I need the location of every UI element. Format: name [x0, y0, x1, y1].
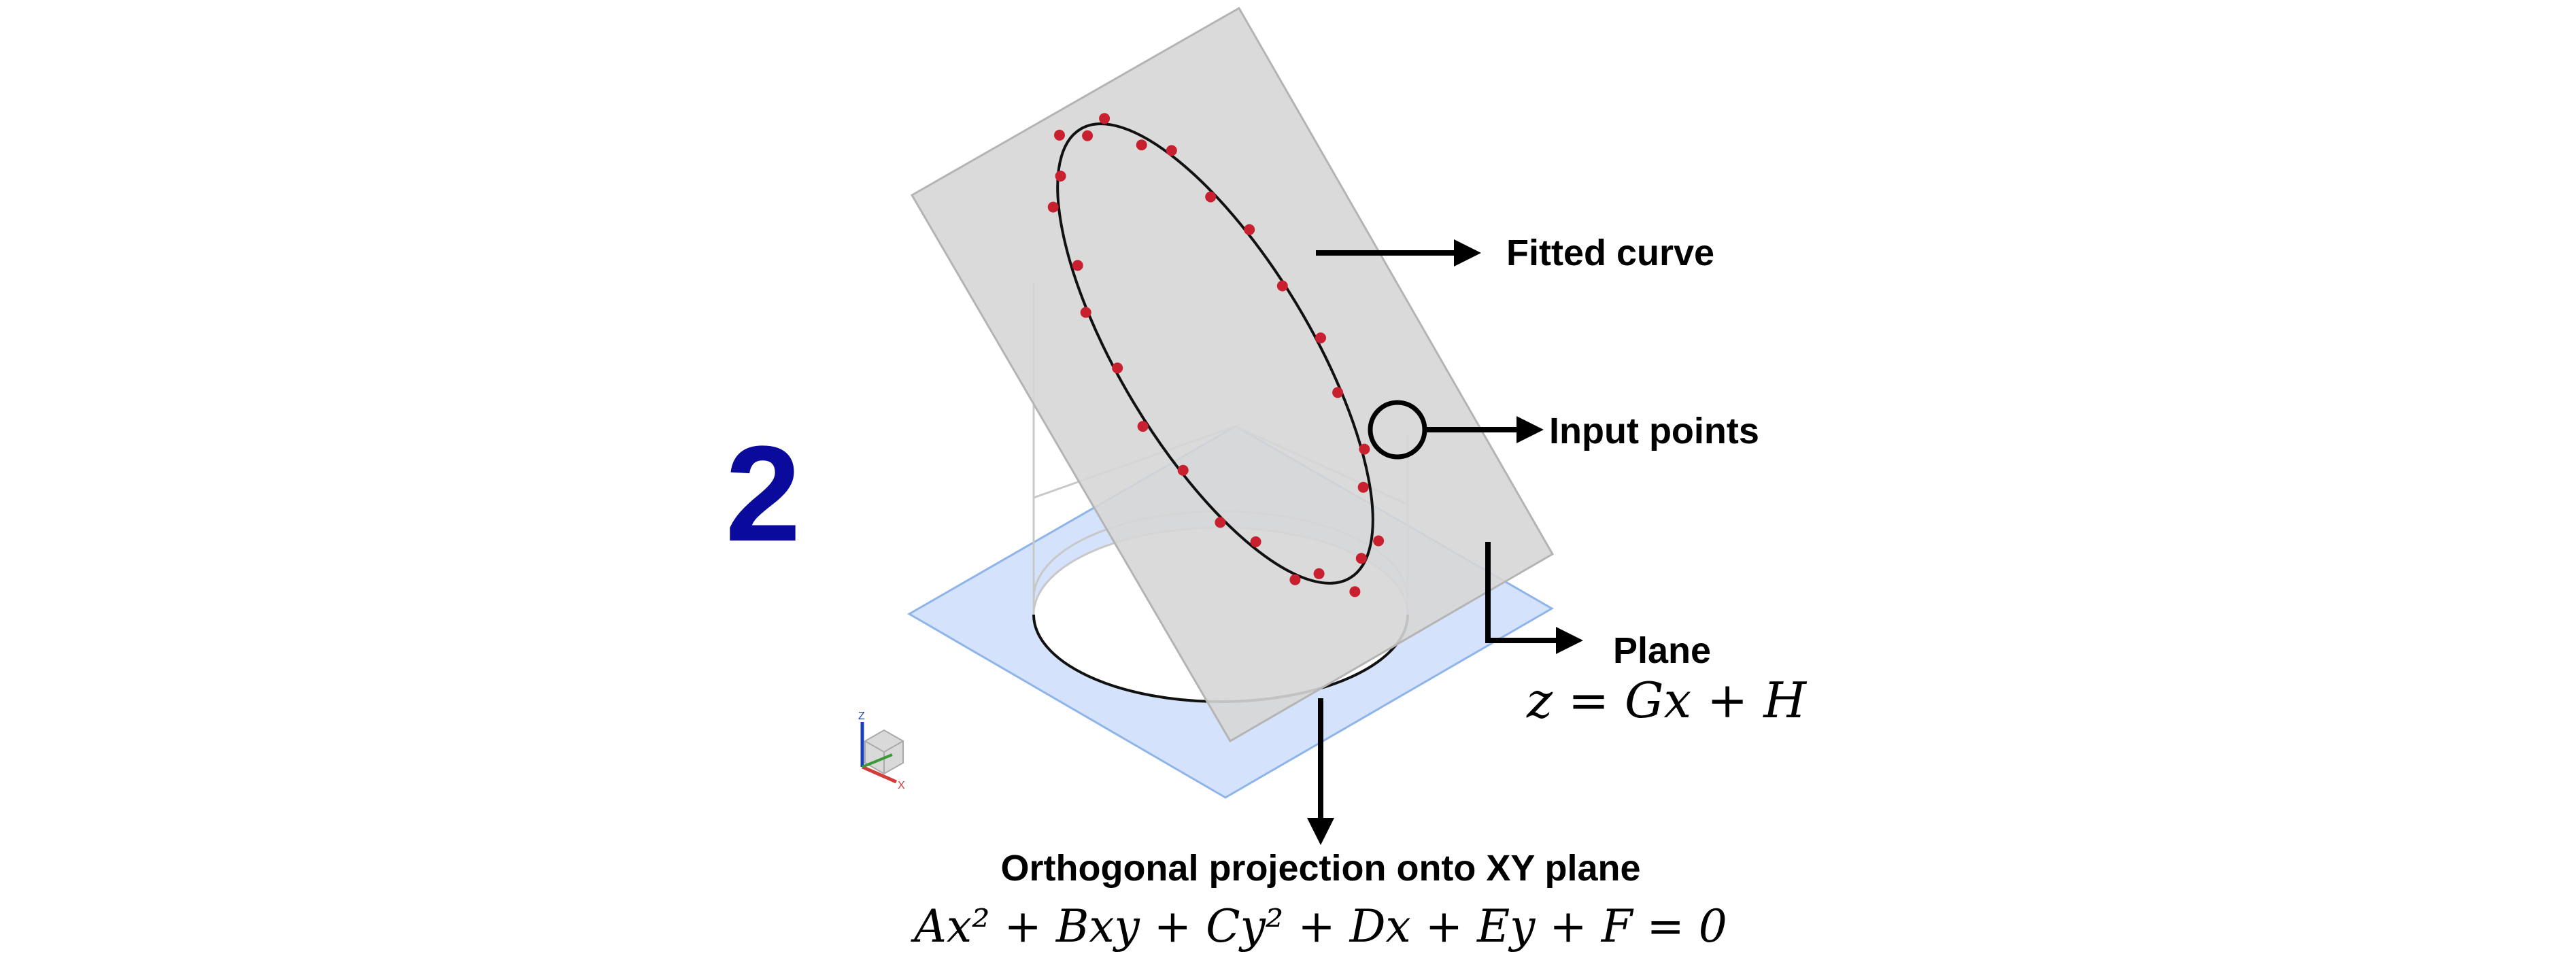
- step-number: 2: [725, 418, 800, 570]
- input-points-label: Input points: [1549, 411, 1759, 451]
- input-point: [1136, 139, 1147, 151]
- input-point: [1332, 387, 1344, 398]
- input-point: [1080, 307, 1091, 318]
- input-point: [1313, 568, 1325, 579]
- input-point: [1373, 535, 1385, 547]
- input-point: [1099, 113, 1111, 124]
- fitted-plane: [910, 6, 1555, 743]
- input-point: [1177, 464, 1189, 476]
- axis-triad: Z X: [858, 710, 905, 791]
- x-axis: [861, 765, 898, 784]
- plane-arrow: [1485, 542, 1583, 654]
- input-point: [1055, 171, 1066, 182]
- input-point: [1054, 129, 1065, 141]
- input-point: [1357, 481, 1369, 493]
- input-point: [1355, 553, 1367, 564]
- input-point: [1205, 191, 1217, 203]
- projection-label: Orthogonal projection onto XY plane: [1000, 848, 1640, 889]
- input-point: [1072, 260, 1083, 271]
- input-point: [1112, 362, 1123, 374]
- input-point: [1289, 574, 1301, 585]
- input-point: [1137, 421, 1149, 432]
- fitted-curve: [1056, 122, 1374, 585]
- input-point: [1276, 280, 1288, 292]
- input-point: [1082, 130, 1094, 141]
- input-point: [1047, 201, 1059, 213]
- input-point: [1359, 443, 1370, 455]
- input-point: [1315, 332, 1326, 343]
- input-point: [1349, 586, 1361, 598]
- input-point: [1244, 224, 1255, 235]
- projection-equation: Ax² + Bxy + Cy² + Dx + Ey + F = 0: [910, 900, 1727, 953]
- input-point: [1166, 145, 1177, 156]
- fitted-curve-label: Fitted curve: [1506, 233, 1714, 273]
- input-point: [1250, 536, 1261, 547]
- z-axis-label: Z: [858, 710, 865, 722]
- plane-label: Plane: [1613, 630, 1711, 671]
- y-axis: [862, 753, 893, 768]
- input-points: [1047, 113, 1385, 598]
- input-point: [1215, 517, 1226, 528]
- x-axis-label: X: [898, 780, 905, 791]
- plane-equation: z = Gx + H: [1526, 672, 1807, 729]
